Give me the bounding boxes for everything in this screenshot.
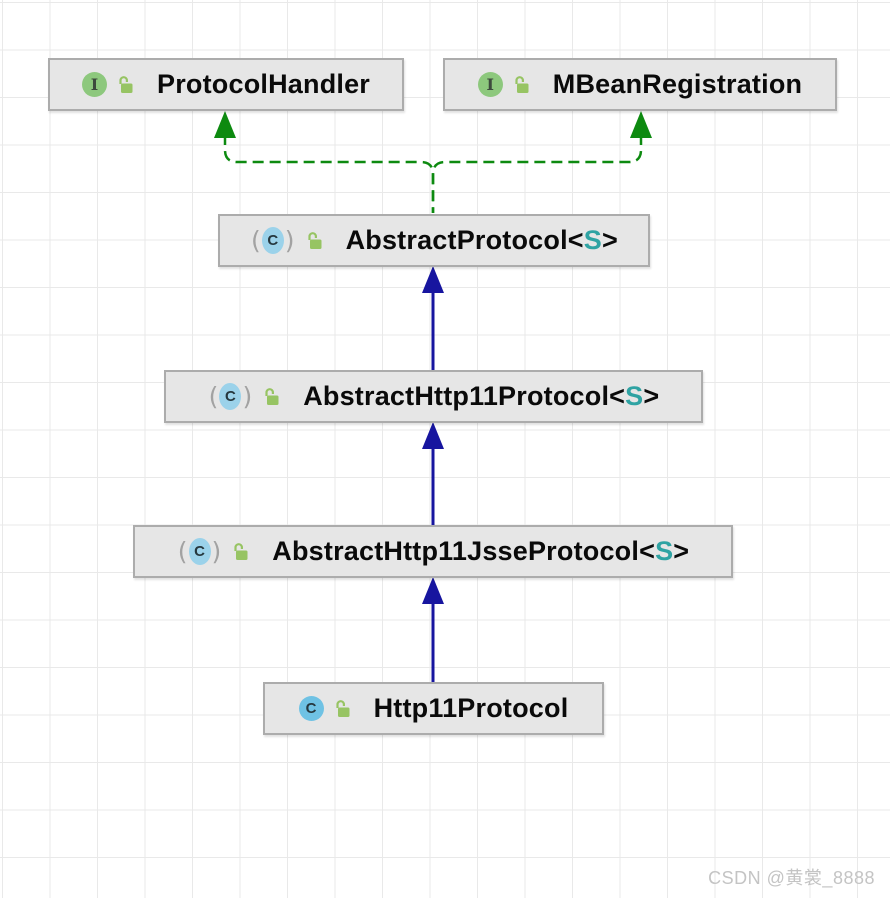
arrowhead-extends-abstracthttp11jsseprotocol	[422, 577, 444, 604]
arrowhead-realizes-protocolhandler	[214, 111, 236, 138]
abstract-paren-open-icon: (	[251, 226, 261, 255]
class-node-mbeanregistration[interactable]: I MBeanRegistration	[443, 58, 837, 111]
class-name: AbstractHttp11Protocol<S>	[303, 381, 659, 412]
class-name-text: AbstractHttp11JsseProtocol	[272, 536, 640, 566]
arrowhead-extends-abstracthttp11protocol	[422, 422, 444, 449]
generic-open: <	[567, 225, 584, 255]
public-lock-icon	[119, 76, 133, 93]
class-node-abstracthttp11protocol[interactable]: ( C ) AbstractHttp11Protocol<S>	[164, 370, 703, 423]
class-icon: C	[298, 696, 324, 721]
class-name: Http11Protocol	[374, 693, 569, 724]
class-name-text: MBeanRegistration	[552, 69, 803, 99]
generic-param: S	[655, 536, 674, 566]
generic-close: >	[601, 225, 618, 255]
interface-icon: I	[81, 72, 107, 97]
abstract-class-icon: ( C )	[250, 227, 296, 254]
class-node-http11protocol[interactable]: C Http11Protocol	[263, 682, 604, 735]
class-name: MBeanRegistration	[553, 69, 802, 100]
abstract-paren-close-icon: )	[242, 382, 253, 411]
class-node-protocolhandler[interactable]: I ProtocolHandler	[48, 58, 404, 111]
class-name-text: Http11Protocol	[373, 693, 569, 723]
public-lock-icon	[234, 543, 248, 560]
class-name-text: AbstractHttp11Protocol	[303, 381, 610, 411]
generic-close: >	[643, 381, 660, 411]
arrowhead-extends-abstractprotocol	[422, 266, 444, 293]
interface-icon: I	[477, 72, 503, 97]
class-icon: C	[188, 538, 211, 565]
generic-open: <	[639, 536, 656, 566]
class-name-text: AbstractProtocol	[345, 225, 568, 255]
class-name-text: ProtocolHandler	[156, 69, 371, 99]
class-icon: C	[261, 227, 284, 254]
public-lock-icon	[515, 76, 529, 93]
generic-open: <	[609, 381, 626, 411]
arrowhead-realizes-mbeanregistration	[630, 111, 652, 138]
abstract-class-icon: ( C )	[208, 383, 254, 410]
abstract-paren-close-icon: )	[284, 226, 295, 255]
abstract-paren-close-icon: )	[211, 537, 222, 566]
class-icon: C	[219, 383, 242, 410]
class-name: AbstractHttp11JsseProtocol<S>	[272, 536, 689, 567]
edge-realizes-protocolhandler[interactable]	[223, 134, 435, 213]
class-name: ProtocolHandler	[157, 69, 370, 100]
class-node-abstractprotocol[interactable]: ( C ) AbstractProtocol<S>	[218, 214, 650, 267]
abstract-paren-open-icon: (	[177, 537, 188, 566]
abstract-class-icon: ( C )	[177, 538, 223, 565]
edge-realizes-mbeanregistration[interactable]	[431, 134, 643, 213]
public-lock-icon	[307, 232, 322, 249]
public-lock-icon	[265, 388, 279, 405]
generic-param: S	[583, 225, 602, 255]
public-lock-icon	[335, 700, 350, 717]
watermark: CSDN @黄裳_8888	[708, 868, 875, 888]
class-name: AbstractProtocol<S>	[346, 225, 618, 256]
abstract-paren-open-icon: (	[208, 382, 219, 411]
class-node-abstracthttp11jsseprotocol[interactable]: ( C ) AbstractHttp11JsseProtocol<S>	[133, 525, 733, 578]
generic-close: >	[673, 536, 690, 566]
generic-param: S	[625, 381, 644, 411]
